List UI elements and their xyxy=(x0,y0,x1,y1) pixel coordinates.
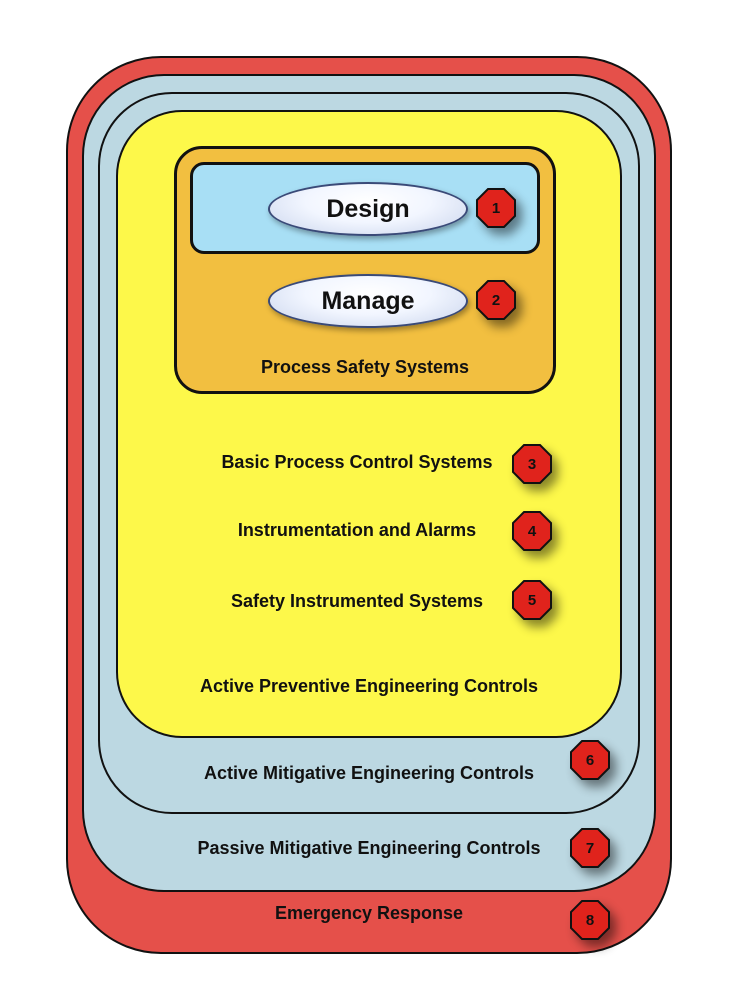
passive-mitigative-label: Passive Mitigative Engineering Controls xyxy=(197,838,541,858)
badge-8: 8 xyxy=(570,900,610,940)
safety-instrumented-label: Safety Instrumented Systems xyxy=(230,591,484,611)
design-oval: Design xyxy=(268,182,468,236)
svg-text:5: 5 xyxy=(528,592,536,609)
badge-5: 5 xyxy=(512,580,552,620)
basic-process-control-label: Basic Process Control Systems xyxy=(221,452,493,472)
manage-oval: Manage xyxy=(268,274,468,328)
badge-3: 3 xyxy=(512,444,552,484)
instrumentation-alarms-label: Instrumentation and Alarms xyxy=(237,520,477,540)
badge-6: 6 xyxy=(570,740,610,780)
svg-text:4: 4 xyxy=(528,523,537,540)
active-preventive-label: Active Preventive Engineering Controls xyxy=(199,676,539,696)
svg-text:1: 1 xyxy=(492,200,500,217)
svg-text:7: 7 xyxy=(586,840,594,857)
badge-4: 4 xyxy=(512,511,552,551)
process-safety-systems-label: Process Safety Systems xyxy=(260,357,470,377)
svg-text:6: 6 xyxy=(586,752,594,769)
badge-1: 1 xyxy=(476,188,516,228)
badge-7: 7 xyxy=(570,828,610,868)
svg-text:3: 3 xyxy=(528,456,536,473)
svg-text:2: 2 xyxy=(492,292,500,309)
emergency-response-label: Emergency Response xyxy=(274,903,464,923)
svg-text:8: 8 xyxy=(586,912,594,929)
badge-2: 2 xyxy=(476,280,516,320)
active-mitigative-label: Active Mitigative Engineering Controls xyxy=(203,763,535,783)
